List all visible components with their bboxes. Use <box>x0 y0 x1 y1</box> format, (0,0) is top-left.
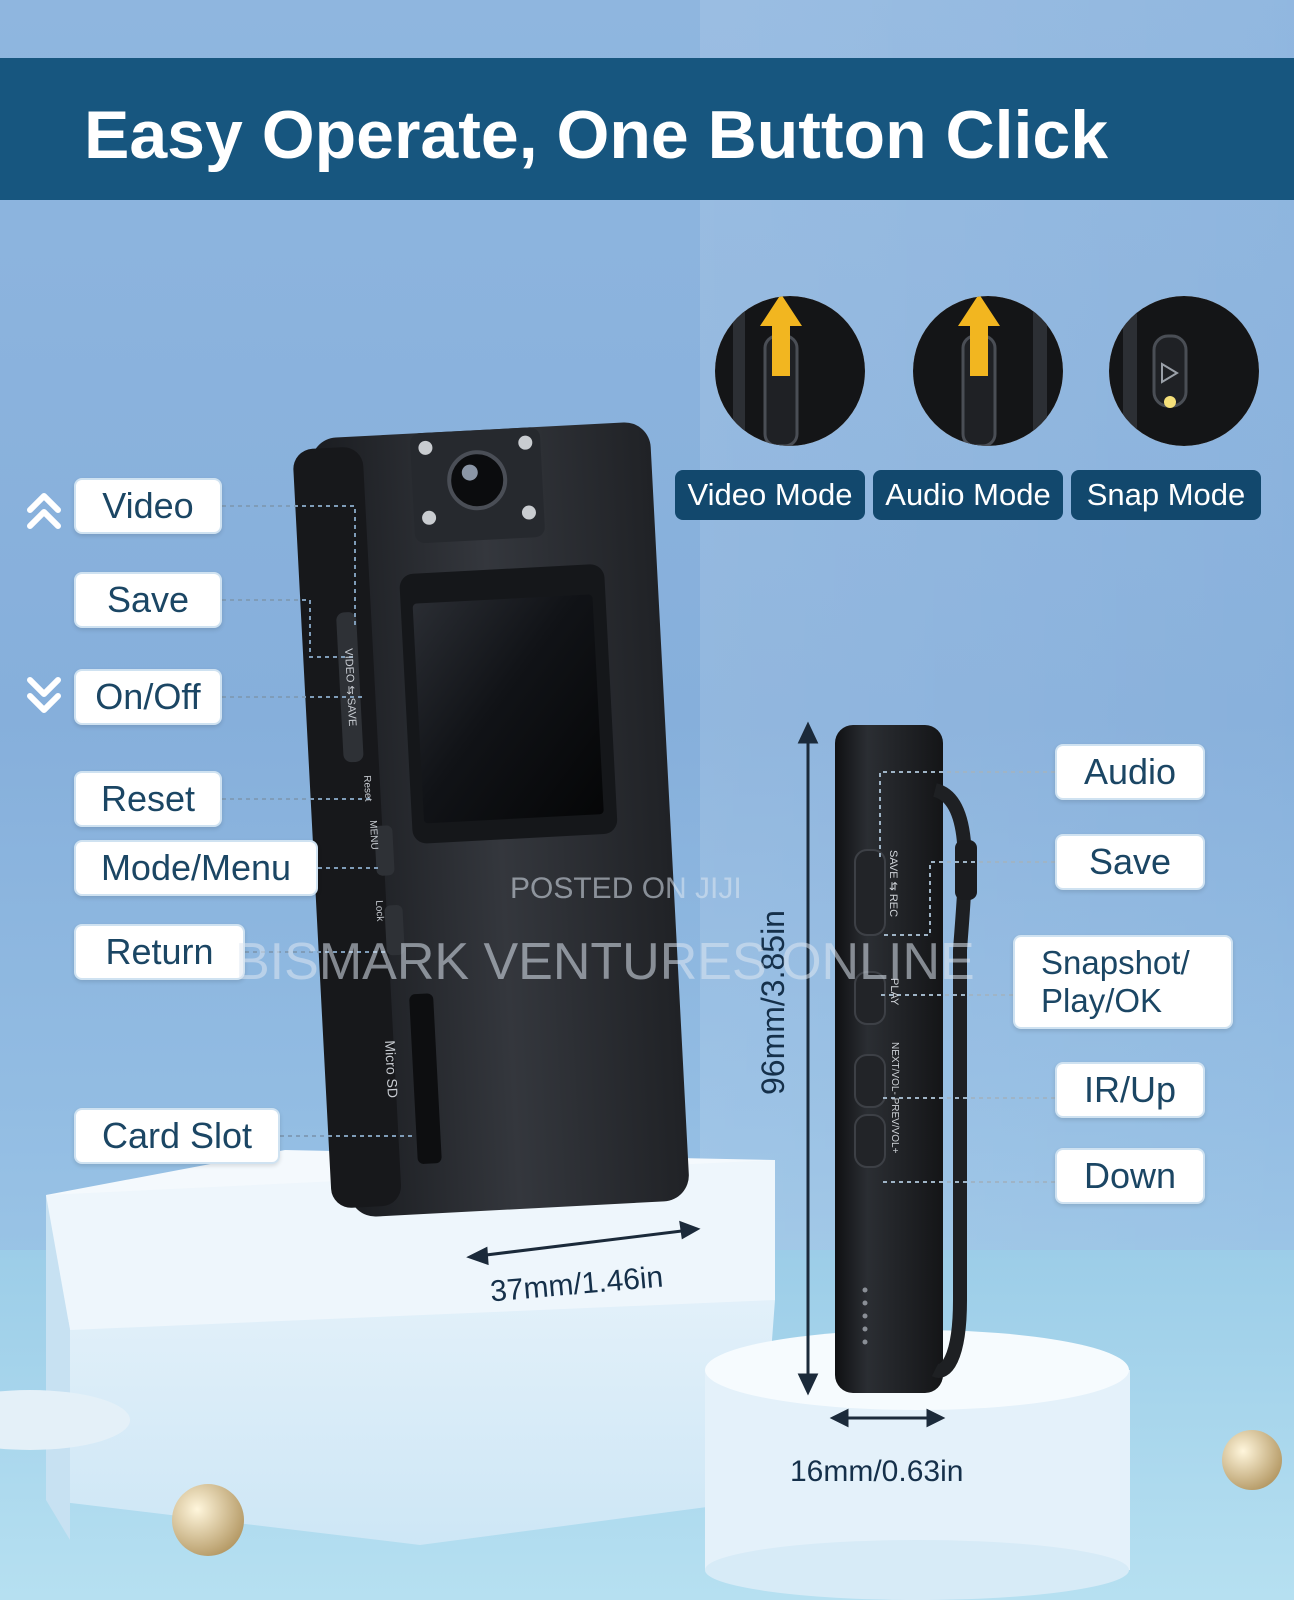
label-on-off: On/Off <box>74 669 222 725</box>
mode-switch <box>336 612 364 763</box>
label-return: Return <box>74 924 245 980</box>
arrow-up-icon <box>958 296 1000 376</box>
video-mode-label: Video Mode <box>675 470 865 520</box>
label-down: Down <box>1055 1148 1205 1204</box>
belt-clip <box>931 783 972 1378</box>
marking-next-prev: NEXT/VOL- PREV/VOL+ <box>889 1042 900 1154</box>
cylinder-pedestal <box>705 1330 1130 1600</box>
audio-mode-label: Audio Mode <box>873 470 1063 520</box>
up-button <box>854 1054 886 1108</box>
snap-mode-label: Snap Mode <box>1071 470 1261 520</box>
marking-reset: Reset <box>361 775 374 802</box>
page-title: Easy Operate, One Button Click <box>84 97 1109 173</box>
play-button <box>1152 334 1188 408</box>
small-pedestal <box>0 1390 130 1450</box>
marking-save-rec: SAVE ⇆ REC <box>887 850 899 918</box>
label-snapshot-line1: Snapshot/ <box>1041 944 1190 981</box>
label-ir-up: IR/Up <box>1055 1062 1205 1118</box>
arrow-up-icon <box>760 296 802 376</box>
down-button <box>854 1114 886 1168</box>
watermark-seller: BISMARK VENTURES ONLINE <box>235 933 975 991</box>
label-video: Video <box>74 478 222 534</box>
label-save-right: Save <box>1055 834 1205 890</box>
camera-front-device <box>293 422 689 1217</box>
decor-ball <box>1222 1430 1282 1490</box>
lcd-screen <box>412 594 604 824</box>
dimension-arrows <box>466 721 946 1428</box>
label-mode-menu: Mode/Menu <box>74 840 318 896</box>
card-slot <box>409 993 442 1164</box>
lock-button <box>384 905 405 956</box>
play-button <box>854 971 886 1025</box>
video-mode-detail <box>715 296 865 446</box>
dimension-depth: 16mm/0.63in <box>790 1455 964 1488</box>
ir-led <box>418 440 433 455</box>
lens <box>447 450 508 511</box>
label-save: Save <box>74 572 222 628</box>
watermark-posted: POSTED ON JIJI <box>510 872 742 905</box>
menu-button <box>374 825 395 876</box>
leader-lines-left <box>222 505 415 1137</box>
audio-mode-detail <box>913 296 1063 446</box>
marking-lock: Lock <box>373 900 386 922</box>
label-snapshot-play-ok: Snapshot/ Play/OK <box>1013 935 1233 1029</box>
marking-menu: MENU <box>367 820 380 850</box>
label-snapshot-line2: Play/OK <box>1041 982 1163 1019</box>
header-banner <box>0 58 1294 200</box>
label-audio: Audio <box>1055 744 1205 800</box>
marking-micro-sd: Micro SD <box>382 1040 402 1099</box>
chevron-down-icon <box>27 677 61 713</box>
ir-led <box>518 435 533 450</box>
ir-led <box>521 505 536 520</box>
label-reset: Reset <box>74 771 222 827</box>
camera-side-device <box>835 725 977 1393</box>
snap-mode-detail <box>1109 296 1259 446</box>
decor-ball <box>172 1484 244 1556</box>
leader-lines-right <box>879 771 1055 1183</box>
ir-led <box>422 510 437 525</box>
rec-switch <box>854 849 886 936</box>
chevron-up-icon <box>27 493 61 529</box>
label-card-slot: Card Slot <box>74 1108 280 1164</box>
